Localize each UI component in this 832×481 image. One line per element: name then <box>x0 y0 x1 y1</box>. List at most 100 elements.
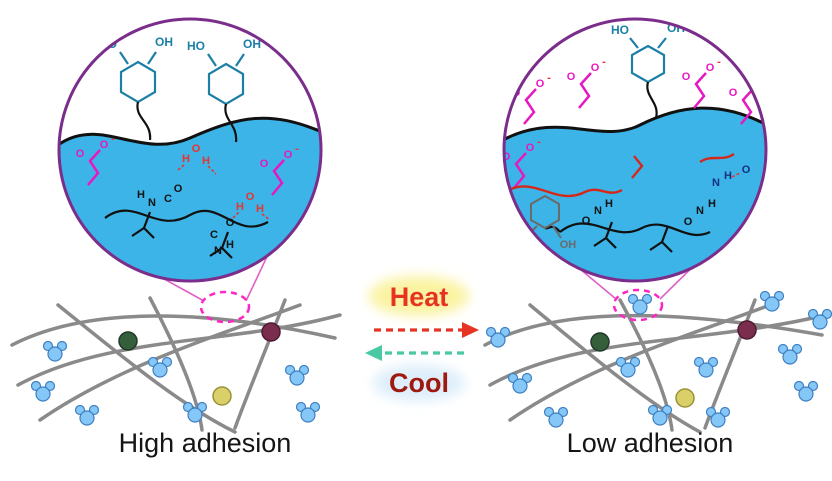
carbon-label: C <box>210 229 218 241</box>
water-molecule <box>693 356 719 378</box>
hydrogen-label: H <box>182 153 190 165</box>
nitrogen-label: N <box>712 177 720 189</box>
crosslink-node-green <box>590 332 610 352</box>
mesh-strand <box>38 303 302 422</box>
mesh-strand <box>10 314 337 347</box>
water-surface-line <box>504 106 766 142</box>
water-region <box>59 118 321 281</box>
polymer-chain <box>104 209 269 259</box>
oxygen-label: O <box>682 71 691 83</box>
carboxylate-group: O O - <box>682 56 721 109</box>
carboxylate-chain <box>271 159 285 196</box>
hydrogen-label: H <box>226 239 234 251</box>
polymer-chain <box>544 221 711 253</box>
left-panel-caption: High adhesion <box>119 428 292 458</box>
crosslink-node-maroon <box>737 320 757 340</box>
carboxylate-chain <box>87 149 101 186</box>
water-molecule <box>627 293 653 315</box>
benzene-ring <box>530 194 560 230</box>
nitrogen-label: N <box>594 205 602 217</box>
carbon-label: C <box>164 193 172 205</box>
oxygen-label: O <box>174 183 183 195</box>
water-surface-line <box>59 116 321 147</box>
zoom-region-dashed-circle <box>612 288 664 322</box>
cool-arrowhead-icon <box>365 345 382 361</box>
linker-bond <box>646 81 658 119</box>
hydrogen-label: H <box>724 170 732 182</box>
magnifier-border <box>502 17 768 283</box>
heat-arrowhead-icon <box>462 322 479 338</box>
carboxylate-group: O O - <box>567 56 606 109</box>
mesh-strand <box>618 298 674 432</box>
oxygen-label: O <box>684 216 693 228</box>
water-molecule <box>74 404 100 426</box>
oxygen-label: O <box>226 217 235 229</box>
cool-label: Cool <box>389 368 449 398</box>
negative-charge: - <box>763 72 767 84</box>
hydrogen-label: H <box>236 201 244 213</box>
branch <box>631 155 644 179</box>
oxygen-label: O <box>753 78 762 90</box>
carboxylate-chain <box>693 72 707 109</box>
water-molecule <box>543 406 569 428</box>
bond <box>552 225 562 239</box>
cool-glow <box>373 365 465 401</box>
water-molecule <box>793 380 819 402</box>
mesh-strand <box>488 313 828 387</box>
zoom-region-dashed-circle <box>199 290 251 324</box>
amide-labels: N H O N H O <box>582 198 716 228</box>
bond <box>119 51 129 65</box>
hydroxyl-label: OH <box>560 239 577 251</box>
negative-charge: - <box>547 72 551 84</box>
water-molecule <box>777 343 803 365</box>
oxygen-label: O <box>742 164 751 176</box>
negative-charge: - <box>537 136 541 148</box>
mesh-strand <box>508 303 772 422</box>
oxygen-label: O <box>591 62 600 74</box>
hydroxyl-label: HO <box>187 39 205 53</box>
mesh-strand <box>703 298 757 430</box>
bond <box>147 51 157 65</box>
nitrogen-label: N <box>696 205 704 217</box>
left-magnified-view: HO OH HO OH O O - O O - <box>57 17 323 283</box>
isopropyl-branch <box>209 231 233 259</box>
oxygen-label: O <box>246 191 255 203</box>
backbone <box>559 222 711 237</box>
hydrogen-bond-dash <box>207 165 217 175</box>
heat-glow <box>369 276 469 316</box>
carboxylate-chain <box>740 88 754 125</box>
oxygen-label: O <box>536 78 545 90</box>
water-region <box>504 108 766 281</box>
water-molecule <box>147 356 173 378</box>
carboxylate-chain <box>513 152 527 189</box>
hydrogen-bond-dash <box>177 163 186 171</box>
hydrogen-label: H <box>256 203 264 215</box>
backbone <box>104 209 269 228</box>
bond <box>629 37 639 49</box>
right-crosslink-nodes <box>590 320 757 408</box>
oxygen-label: O <box>192 143 201 155</box>
right-panel-caption: Low adhesion <box>567 428 734 458</box>
isopropyl-branch <box>593 221 617 249</box>
hydrogen-label: H <box>137 189 145 201</box>
hydrogen-bond-labels-blue: N H O <box>712 164 751 189</box>
branch <box>699 152 735 164</box>
carboxylate-group: O O - <box>260 143 299 196</box>
carboxylate-chain <box>523 88 537 125</box>
oxygen-label: O <box>526 142 535 154</box>
bond <box>207 53 217 67</box>
oxygen-label: O <box>582 215 591 227</box>
crosslink-node-yellow <box>675 388 695 408</box>
water-molecule <box>295 401 321 423</box>
nitrogen-label: N <box>148 197 156 209</box>
carboxylate-group: O O - <box>504 136 541 189</box>
right-polymer-mesh <box>483 298 828 434</box>
heat-label: Heat <box>390 282 449 312</box>
hydroxyl-label: HO <box>512 237 529 249</box>
hydrogen-label: H <box>202 155 210 167</box>
amide-labels: N H O C C O N H <box>137 183 235 257</box>
mesh-strand <box>233 298 287 430</box>
hydrogen-bond-dash <box>261 213 271 221</box>
